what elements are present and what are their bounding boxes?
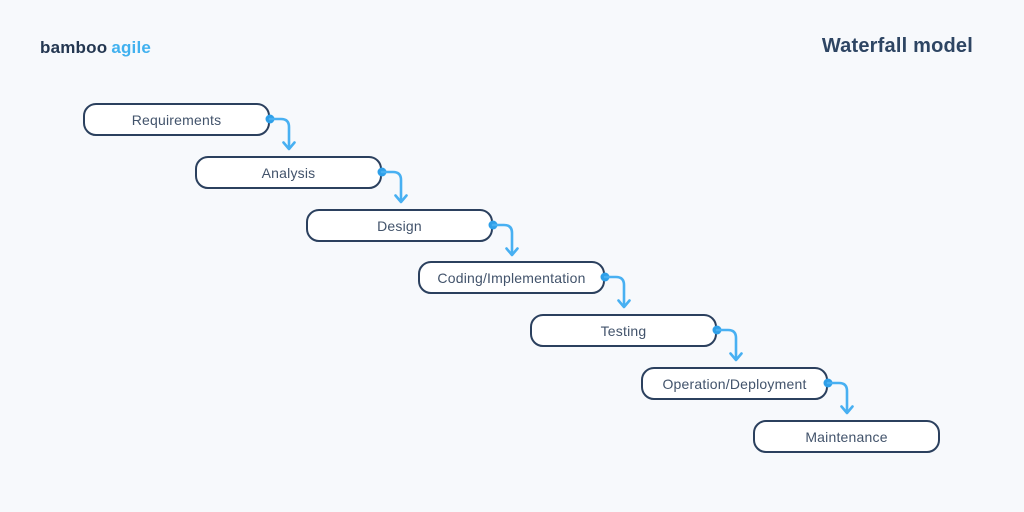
arrowhead (840, 405, 854, 415)
step-testing: Testing (530, 314, 717, 347)
step-design: Design (306, 209, 493, 242)
connector-line (268, 117, 291, 150)
step-coding-implementation: Coding/Implementation (418, 261, 605, 294)
step-requirements: Requirements (83, 103, 270, 136)
step-label: Testing (600, 322, 647, 339)
step-analysis: Analysis (195, 156, 382, 189)
connector-line (491, 223, 514, 256)
curved-arrow-down-icon (488, 220, 519, 257)
connector-line (715, 328, 738, 361)
curved-arrow-down-icon (600, 272, 631, 309)
step-label: Coding/Implementation (437, 269, 586, 286)
step-label: Design (377, 217, 422, 234)
arrowhead (617, 299, 631, 309)
arrowhead (394, 194, 408, 204)
curved-arrow-down-icon (712, 325, 743, 362)
connector-line (826, 381, 849, 414)
curved-arrow-down-icon (823, 378, 854, 415)
curved-arrow-down-icon (265, 114, 296, 151)
curved-arrow-down-icon (377, 167, 408, 204)
step-operation-deployment: Operation/Deployment (641, 367, 828, 400)
logo-text-agile: agile (111, 38, 152, 57)
page-title: Waterfall model (821, 35, 973, 57)
arrowhead (729, 352, 743, 362)
step-label: Requirements (131, 111, 222, 128)
step-label: Operation/Deployment (662, 375, 807, 392)
arrowhead (282, 141, 296, 151)
step-label: Analysis (261, 164, 316, 181)
step-maintenance: Maintenance (753, 420, 940, 453)
connector-line (380, 170, 403, 203)
arrowhead (505, 247, 519, 257)
connector-line (603, 275, 626, 308)
step-label: Maintenance (805, 428, 888, 445)
logo-text-bamboo: bamboo (40, 38, 108, 57)
